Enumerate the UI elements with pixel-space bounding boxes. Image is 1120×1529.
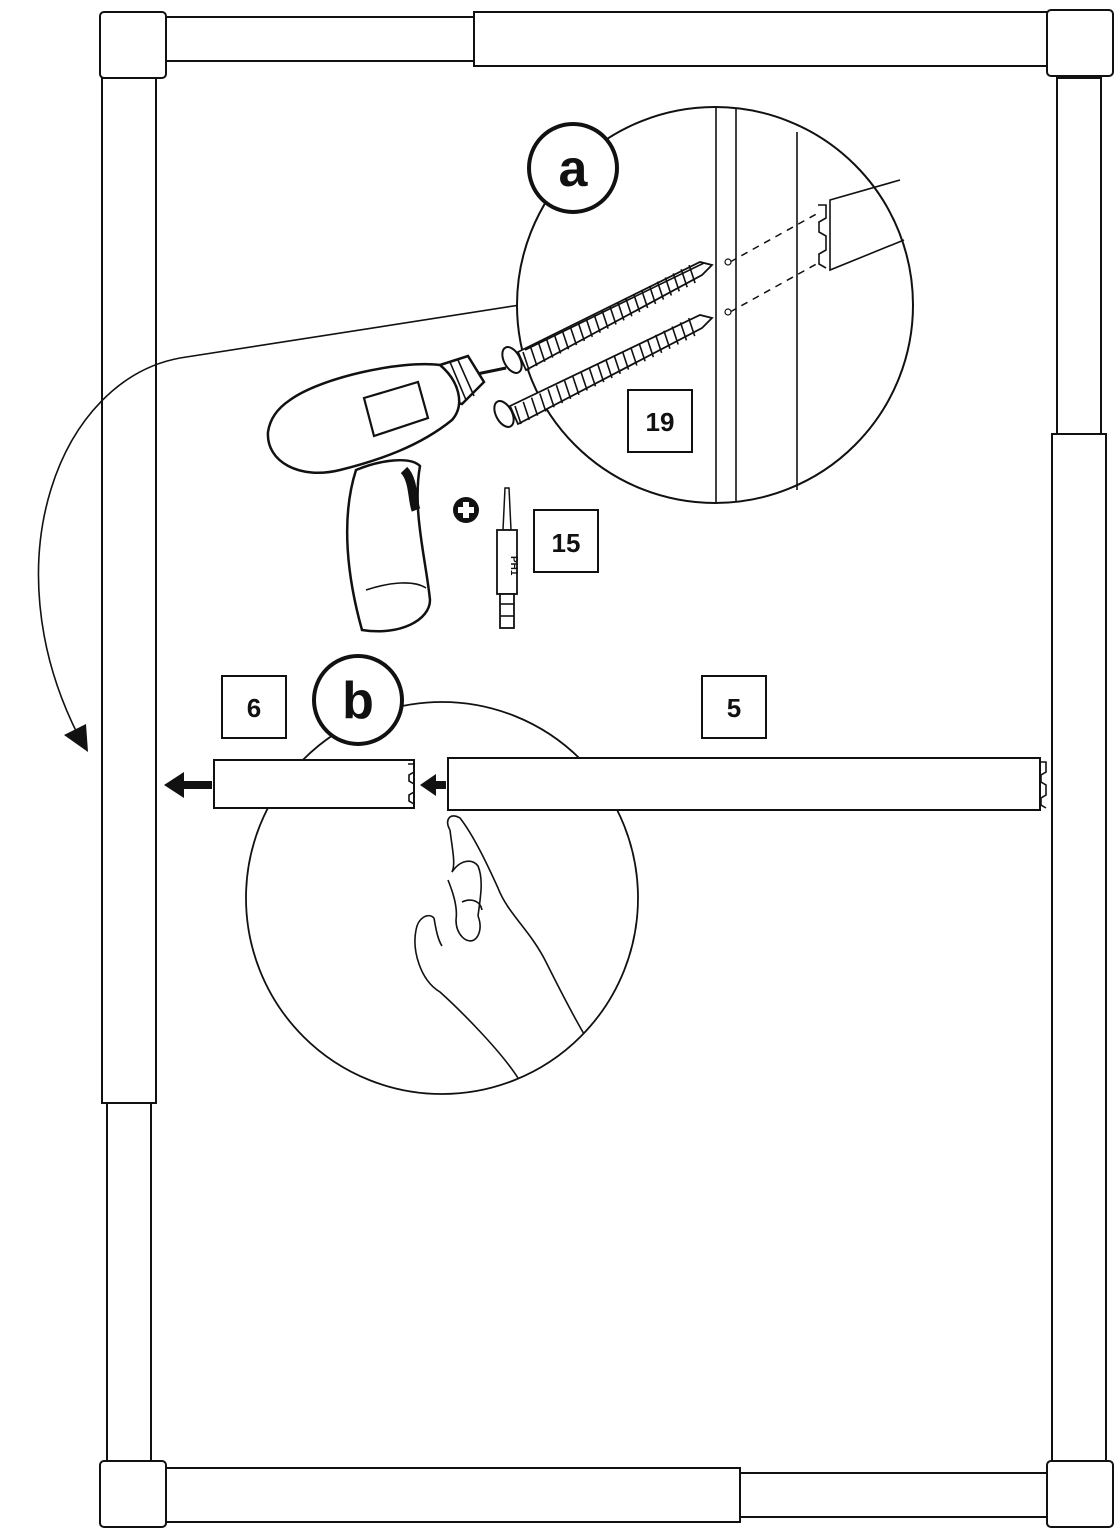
screw-thread: [522, 401, 531, 421]
screw-thread: [688, 264, 696, 284]
screw-thread: [561, 331, 570, 350]
board-6: [213, 759, 415, 809]
screw-thread: [625, 297, 633, 317]
screw-thread: [588, 368, 597, 387]
screw-thread: [609, 306, 617, 325]
screw-thread: [580, 372, 588, 391]
screw-thread: [687, 317, 696, 337]
screw-thread: [555, 384, 564, 404]
screw-thread: [530, 397, 539, 416]
screw-thread: [530, 347, 538, 367]
screw-thread: [656, 281, 665, 300]
screw-thread: [654, 334, 663, 354]
callout-a: a: [527, 122, 619, 214]
drill-icon: [266, 354, 507, 633]
screw-thread: [547, 389, 555, 408]
hand-icon: [414, 815, 585, 1079]
screw-thread: [648, 285, 657, 305]
arrow-left-icon: [420, 774, 446, 796]
screw-thread: [632, 293, 641, 313]
arrow-left-icon: [164, 772, 212, 798]
callout-b: b: [312, 654, 404, 746]
arrowhead-icon: [64, 724, 88, 752]
screw-thread: [679, 322, 688, 341]
screw-thread: [664, 277, 673, 296]
screwdriver-bit-icon: PH1: [496, 487, 519, 629]
screw-thread: [638, 343, 646, 362]
bit-marking: PH1: [508, 556, 519, 576]
screw-thread: [514, 405, 522, 425]
screw-thread: [593, 314, 601, 334]
callout-a-letter: a: [559, 140, 589, 198]
screw-thread: [569, 326, 578, 346]
screw-thread: [671, 326, 679, 345]
screw-thread: [538, 343, 546, 362]
part-label-19: 19: [646, 407, 675, 437]
part-label-5: 5: [727, 693, 741, 723]
screw-thread: [646, 338, 655, 358]
callout-b-letter: b: [342, 672, 374, 730]
screw-thread: [601, 310, 609, 329]
frame: [99, 9, 1114, 1528]
screw-thread: [545, 339, 554, 358]
detail-circle-a: 19: [493, 106, 914, 504]
screw-thread: [563, 380, 572, 400]
screw-thread: [663, 330, 671, 349]
part-label-15: 15: [552, 528, 581, 558]
screw-thread: [630, 347, 638, 366]
screw-thread: [596, 363, 605, 383]
part-label-6: 6: [247, 693, 261, 723]
screw-thread: [577, 322, 586, 342]
screw-thread: [640, 289, 649, 309]
screw-thread: [553, 335, 562, 354]
screw-threads: [514, 264, 696, 425]
leader-arrow: [37, 304, 521, 752]
screw-thread: [617, 302, 625, 321]
screw-thread: [539, 393, 547, 412]
screw-thread: [672, 273, 681, 292]
screw-thread: [522, 351, 530, 371]
phillips-plus-icon: [453, 497, 479, 523]
board-5: [447, 757, 1047, 811]
screw-thread: [585, 318, 594, 338]
screw-thread: [605, 359, 613, 379]
screw-thread: [613, 355, 622, 375]
screw-thread: [572, 376, 580, 395]
screw-thread: [621, 351, 630, 370]
screw-thread: [680, 269, 688, 288]
